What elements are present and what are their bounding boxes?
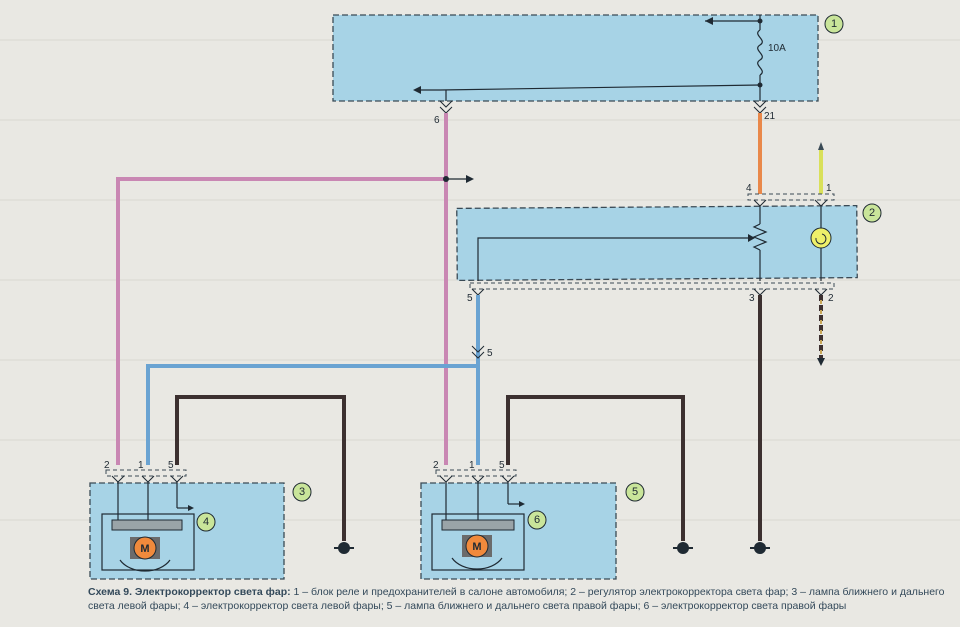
ground-icon xyxy=(673,542,693,554)
black-wire-left xyxy=(175,395,346,541)
fuse-label: 10A xyxy=(768,43,786,54)
svg-text:4: 4 xyxy=(203,516,209,528)
left-headlamp-block xyxy=(89,482,285,580)
badge-block-5: 5 xyxy=(625,482,645,502)
pin-b1-6: 6 xyxy=(434,115,440,126)
badge-block-4: 4 xyxy=(196,512,216,532)
diagram-caption: Схема 9. Электрокорректор света фар: 1 –… xyxy=(88,585,948,613)
blue-wire-left xyxy=(146,364,478,465)
connector-b3 xyxy=(105,469,187,477)
right-headlamp-block xyxy=(420,482,617,580)
connector-b2-bottom xyxy=(469,282,835,290)
splice-connector xyxy=(471,345,485,359)
pin-b3-2: 2 xyxy=(104,460,110,471)
ground-icon xyxy=(334,542,354,554)
fuse-circuit xyxy=(413,15,763,101)
fuse-symbol xyxy=(757,29,763,76)
indicator-lamp-icon xyxy=(810,227,832,249)
pin-b3-1: 1 xyxy=(138,460,144,471)
caption-text: 1 – блок реле и предохранителей в салоне… xyxy=(88,586,945,612)
pin-b2-4: 4 xyxy=(746,183,752,194)
potentiometer-icon xyxy=(752,223,768,251)
pin-b3-5: 5 xyxy=(168,460,174,471)
svg-text:5: 5 xyxy=(632,486,638,498)
svg-text:1: 1 xyxy=(831,18,837,30)
pin-b2-2: 2 xyxy=(828,293,834,304)
pin-b2-1: 1 xyxy=(826,183,832,194)
motor-label: M xyxy=(140,543,149,555)
regulator-internals xyxy=(477,206,832,281)
connector-b5 xyxy=(435,469,517,477)
connector-b2-top xyxy=(747,193,835,201)
caption-title: Схема 9. Электрокорректор света фар: xyxy=(88,586,291,598)
pin-b2-5: 5 xyxy=(467,293,473,304)
pin-splice-5: 5 xyxy=(487,348,493,359)
pin-b5-5: 5 xyxy=(499,460,505,471)
fuse-arrow-left xyxy=(705,17,713,25)
relay-fuse-box xyxy=(332,14,819,102)
svg-text:3: 3 xyxy=(299,486,305,498)
motor-label: M xyxy=(472,541,481,553)
connector-b1-6 xyxy=(439,100,453,114)
pin-b5-2: 2 xyxy=(433,460,439,471)
pin-b5-1: 1 xyxy=(469,460,475,471)
right-corrector-motor: M xyxy=(431,482,525,571)
black-wire-right xyxy=(506,395,685,541)
badge-block-2: 2 xyxy=(862,203,882,223)
pink-wire-left xyxy=(116,177,446,465)
pin-b1-21: 21 xyxy=(764,111,776,122)
svg-text:2: 2 xyxy=(869,207,875,219)
pin-b2-3: 3 xyxy=(749,293,755,304)
badge-block-6: 6 xyxy=(527,510,547,530)
ground-icon xyxy=(750,542,770,554)
badge-block-3: 3 xyxy=(292,482,312,502)
left-corrector-motor: M xyxy=(101,482,195,572)
badge-block-1: 1 xyxy=(824,14,844,34)
svg-text:6: 6 xyxy=(534,514,540,526)
regulator-block xyxy=(456,204,858,282)
